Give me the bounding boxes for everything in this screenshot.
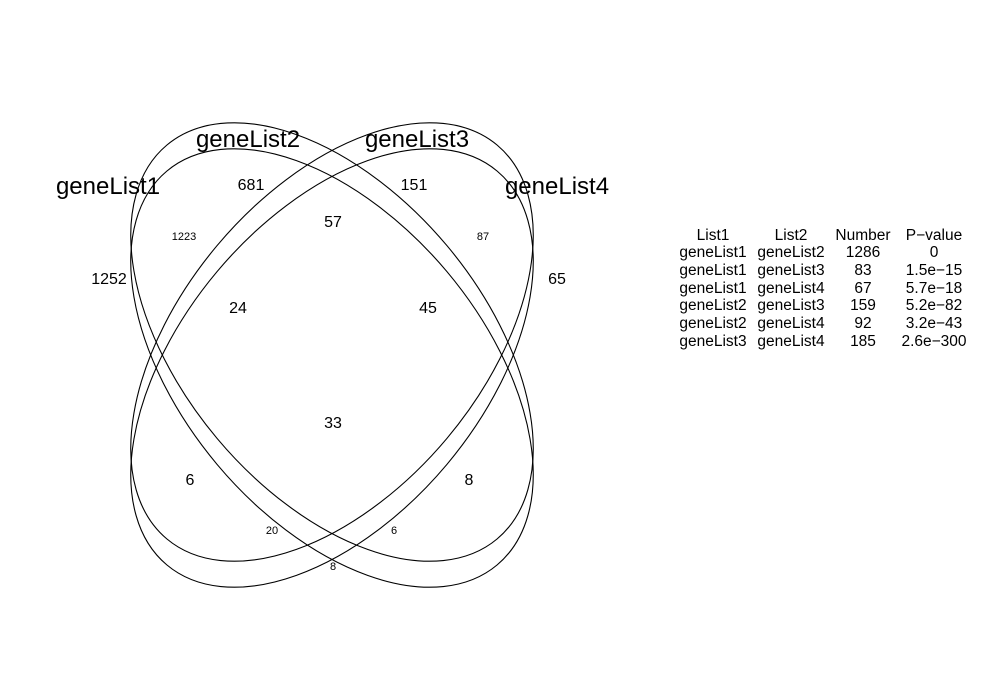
region-count-1-3-4: 20 xyxy=(266,525,278,537)
table-cell-list1: geneList1 xyxy=(679,262,746,279)
table-row: geneList2 geneList3 159 5.2e−82 xyxy=(679,297,962,314)
table-cell-list2: geneList3 xyxy=(757,262,824,279)
region-count-3: 151 xyxy=(401,177,428,194)
table-cell-number: 1286 xyxy=(846,244,880,261)
table-cell-number: 92 xyxy=(854,315,871,332)
table-header-pvalue: P−value xyxy=(906,227,962,244)
table-cell-list2: geneList4 xyxy=(757,315,825,332)
table-cell-pvalue: 5.7e−18 xyxy=(906,280,962,297)
region-count-2-4: 8 xyxy=(465,472,474,489)
set-labels: geneList1 geneList2 geneList3 geneList4 xyxy=(56,126,609,200)
table-cell-list2: geneList4 xyxy=(757,333,825,350)
table-row: geneList1 geneList4 67 5.7e−18 xyxy=(679,280,962,297)
region-count-1-2-3: 24 xyxy=(229,300,247,317)
table-cell-number: 83 xyxy=(854,262,871,279)
set-label-2: geneList2 xyxy=(196,126,300,153)
table-cell-number: 67 xyxy=(854,280,871,297)
set-ellipse-4 xyxy=(130,148,534,588)
overlap-table: List1 List2 Number P−value geneList1 gen… xyxy=(679,227,967,350)
region-count-1: 1252 xyxy=(91,271,127,288)
region-count-1-3: 6 xyxy=(186,472,195,489)
region-count-2-3-4: 45 xyxy=(419,300,437,317)
table-cell-list1: geneList1 xyxy=(679,244,746,261)
region-count-1-4: 8 xyxy=(330,561,336,573)
table-row: geneList2 geneList4 92 3.2e−43 xyxy=(679,315,962,332)
table-row: geneList1 geneList3 83 1.5e−15 xyxy=(679,262,962,279)
table-header: List1 List2 Number P−value xyxy=(697,227,963,244)
set-label-1: geneList1 xyxy=(56,173,160,200)
region-count-2: 681 xyxy=(238,177,265,194)
region-count-3-4: 87 xyxy=(477,231,489,243)
table-cell-number: 185 xyxy=(850,333,876,350)
table-cell-list1: geneList2 xyxy=(679,315,746,332)
region-count-1-2-4: 6 xyxy=(391,525,397,537)
table-cell-list1: geneList3 xyxy=(679,333,746,350)
table-cell-pvalue: 5.2e−82 xyxy=(906,297,962,314)
table-cell-number: 159 xyxy=(850,297,876,314)
table-cell-pvalue: 1.5e−15 xyxy=(906,262,962,279)
set-label-4: geneList4 xyxy=(505,173,609,200)
set-ellipses xyxy=(130,122,534,588)
set-ellipse-2 xyxy=(130,122,534,562)
table-cell-list1: geneList2 xyxy=(679,297,746,314)
table-cell-pvalue: 3.2e−43 xyxy=(906,315,962,332)
table-header-list1: List1 xyxy=(697,227,730,244)
region-count-1-2: 1223 xyxy=(172,231,196,243)
table-row: geneList1 geneList2 1286 0 xyxy=(679,244,938,261)
table-row: geneList3 geneList4 185 2.6e−300 xyxy=(679,333,967,350)
set-ellipse-1 xyxy=(130,148,534,588)
table-cell-list1: geneList1 xyxy=(679,280,746,297)
table-cell-pvalue: 2.6e−300 xyxy=(901,333,966,350)
table-header-list2: List2 xyxy=(775,227,808,244)
region-count-all: 33 xyxy=(324,415,342,432)
table-cell-list2: geneList3 xyxy=(757,297,824,314)
table-cell-list2: geneList4 xyxy=(757,280,825,297)
table-header-number: Number xyxy=(835,227,890,244)
set-ellipse-3 xyxy=(130,122,534,562)
set-label-3: geneList3 xyxy=(365,126,469,153)
region-count-2-3: 57 xyxy=(324,214,342,231)
region-count-4: 65 xyxy=(548,271,566,288)
region-counts: 1252 681 151 65 1223 57 87 24 45 33 6 8 … xyxy=(91,177,566,573)
table-cell-list2: geneList2 xyxy=(757,244,824,261)
table-cell-pvalue: 0 xyxy=(930,244,939,261)
